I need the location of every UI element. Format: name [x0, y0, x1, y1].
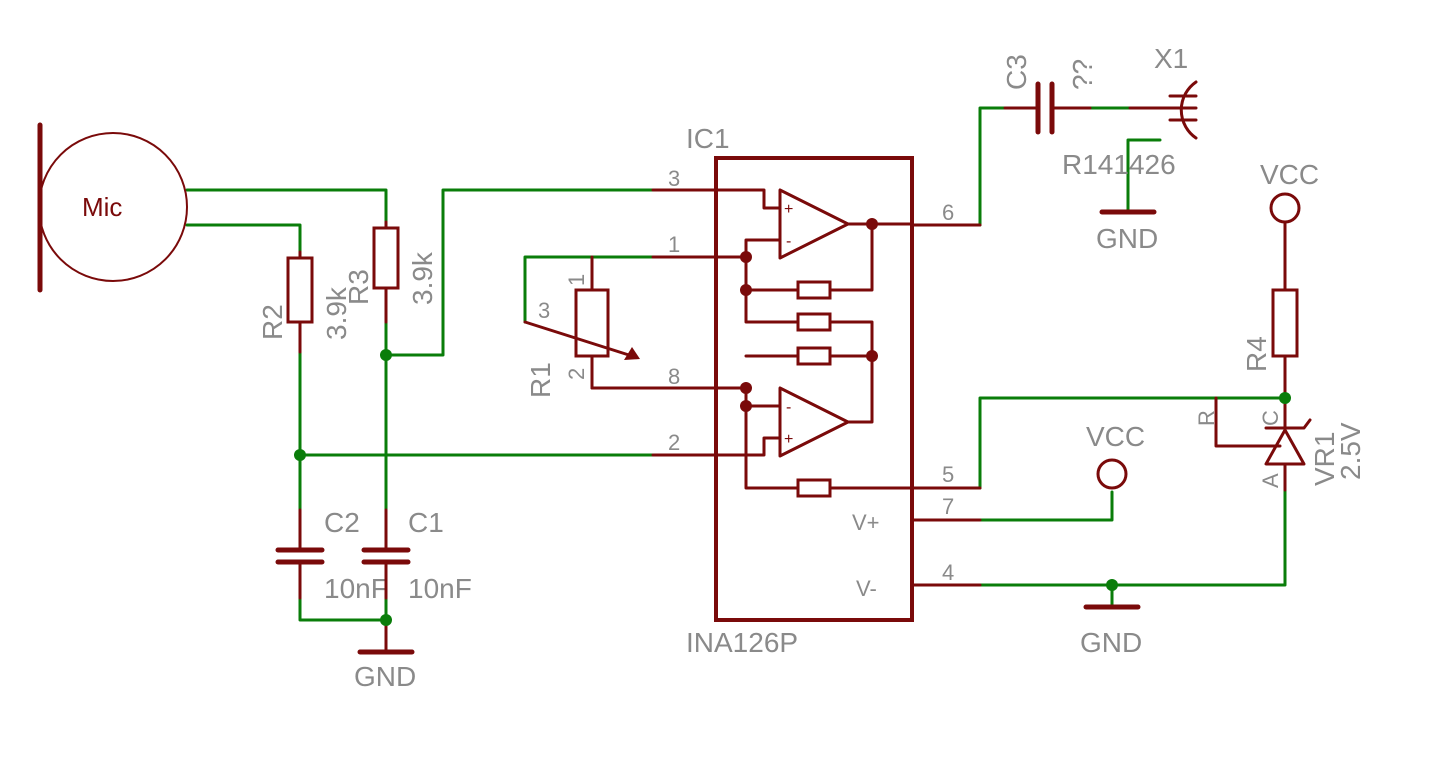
- r1-pin1: 1: [564, 274, 589, 286]
- opamp-bottom-plus: +: [784, 431, 793, 448]
- opamp-bottom: [778, 386, 850, 458]
- x1-value: R141426: [1062, 149, 1176, 180]
- vcc-top: VCC: [1260, 159, 1319, 292]
- capacitor-c3: C3 ??: [1001, 54, 1098, 135]
- c3-value: ??: [1067, 59, 1098, 90]
- r3-body: [372, 226, 400, 290]
- ic1-value: INA126P: [686, 627, 798, 658]
- capacitor-c1: C1 10nF: [361, 507, 472, 604]
- x1-arc: [1179, 80, 1198, 140]
- ic1-vminus: V-: [856, 576, 877, 601]
- junction: [1106, 579, 1118, 591]
- r1-arrow: [624, 347, 640, 360]
- resistor-r4: R4: [1241, 288, 1299, 400]
- gnd-top-label: GND: [1096, 223, 1158, 254]
- vr1-name: VR1: [1309, 432, 1340, 486]
- wire-pin6-c3: [910, 106, 1007, 227]
- vr1-pin-r: R: [1194, 410, 1219, 426]
- junction: [294, 449, 306, 461]
- ic1-vplus: V+: [852, 510, 880, 535]
- opamp-top-plus: +: [784, 201, 793, 218]
- vr1-bar: [1264, 418, 1312, 430]
- r2-name: R2: [257, 304, 288, 340]
- gnd-left-label: GND: [354, 661, 416, 692]
- r4-body: [1271, 288, 1299, 358]
- vcc-top-terminal: [1269, 192, 1301, 224]
- ic-resistor-2: [796, 312, 832, 332]
- r1-pin2: 2: [564, 368, 589, 380]
- vcc-top-label: VCC: [1260, 159, 1319, 190]
- wire-mic-r3: [185, 188, 388, 227]
- wire-r1-pin1: [523, 255, 655, 324]
- jack-x1: X1 R141426: [1062, 43, 1198, 180]
- c1-name: C1: [408, 507, 444, 538]
- wire-r3-pin3: [384, 188, 655, 357]
- ic-resistor-1: [796, 280, 832, 300]
- wires: [185, 106, 1287, 622]
- gnd-top: GND: [1096, 209, 1158, 254]
- pin1-num: 1: [668, 232, 680, 257]
- x1-name: X1: [1154, 43, 1188, 74]
- opamp-top-minus: -: [786, 233, 791, 250]
- ic1-name: IC1: [686, 123, 730, 154]
- pin5-num: 5: [942, 462, 954, 487]
- junction: [380, 614, 392, 626]
- c2-name: C2: [324, 507, 360, 538]
- r4-name: R4: [1241, 336, 1272, 372]
- pin2-num: 2: [668, 430, 680, 455]
- capacitor-c2: C2 10nF: [275, 507, 388, 604]
- vr1-pin-a: A: [1258, 473, 1283, 488]
- r1-wiper: [523, 320, 634, 358]
- mic-label: Mic: [82, 192, 122, 222]
- c3-name: C3: [1001, 54, 1032, 90]
- vr1-value: 2.5V: [1335, 422, 1366, 480]
- junction: [380, 349, 392, 361]
- opamp-top: [778, 188, 850, 260]
- ic-resistor-4: [796, 478, 832, 498]
- wire-x1-gnd: [1126, 138, 1162, 212]
- r2-body: [286, 256, 314, 324]
- vr1-ref-lead: [1214, 396, 1282, 448]
- r1-name: R1: [525, 362, 556, 398]
- vr1-pin-c: C: [1258, 410, 1283, 426]
- potentiometer-r1: 3 1 2 R1: [523, 255, 655, 398]
- pin6-num: 6: [942, 200, 954, 225]
- gnd-left: GND: [354, 618, 416, 692]
- r3-name: R3: [343, 269, 374, 305]
- c2-value: 10nF: [324, 573, 388, 604]
- gnd-right: GND: [1080, 604, 1142, 658]
- vcc-mid-label: VCC: [1086, 421, 1145, 452]
- ic1: IC1 INA126P V+ V- 3 1 8 2 6 5 7 4 + - - …: [651, 123, 982, 658]
- pin8-num: 8: [668, 364, 680, 389]
- resistor-r3: R3 3.9k: [343, 220, 438, 324]
- junction-dots: [294, 349, 1291, 626]
- junction: [1279, 392, 1291, 404]
- r1-pin3: 3: [538, 298, 550, 323]
- pin7-num: 7: [942, 494, 954, 519]
- wire-mic-r2: [185, 223, 302, 257]
- c1-value: 10nF: [408, 573, 472, 604]
- wire-c2-gnd: [298, 596, 388, 622]
- gnd-right-label: GND: [1080, 627, 1142, 658]
- mic-body: [38, 132, 188, 282]
- vcc-mid-terminal: [1096, 458, 1128, 490]
- ic-resistor-3: [796, 346, 832, 366]
- pin4-num: 4: [942, 560, 954, 585]
- reference-vr1: R C A VR1 2.5V: [1194, 396, 1366, 492]
- microphone: Mic: [37, 122, 188, 293]
- wire-pin4-gnd: [910, 488, 1287, 587]
- vcc-mid: VCC: [1086, 421, 1145, 490]
- r2-value: 3.9k: [321, 286, 352, 340]
- resistor-r2: R2 3.9k: [257, 250, 352, 354]
- r3-value: 3.9k: [407, 251, 438, 305]
- opamp-bottom-minus: -: [786, 399, 791, 416]
- pin3-num: 3: [668, 166, 680, 191]
